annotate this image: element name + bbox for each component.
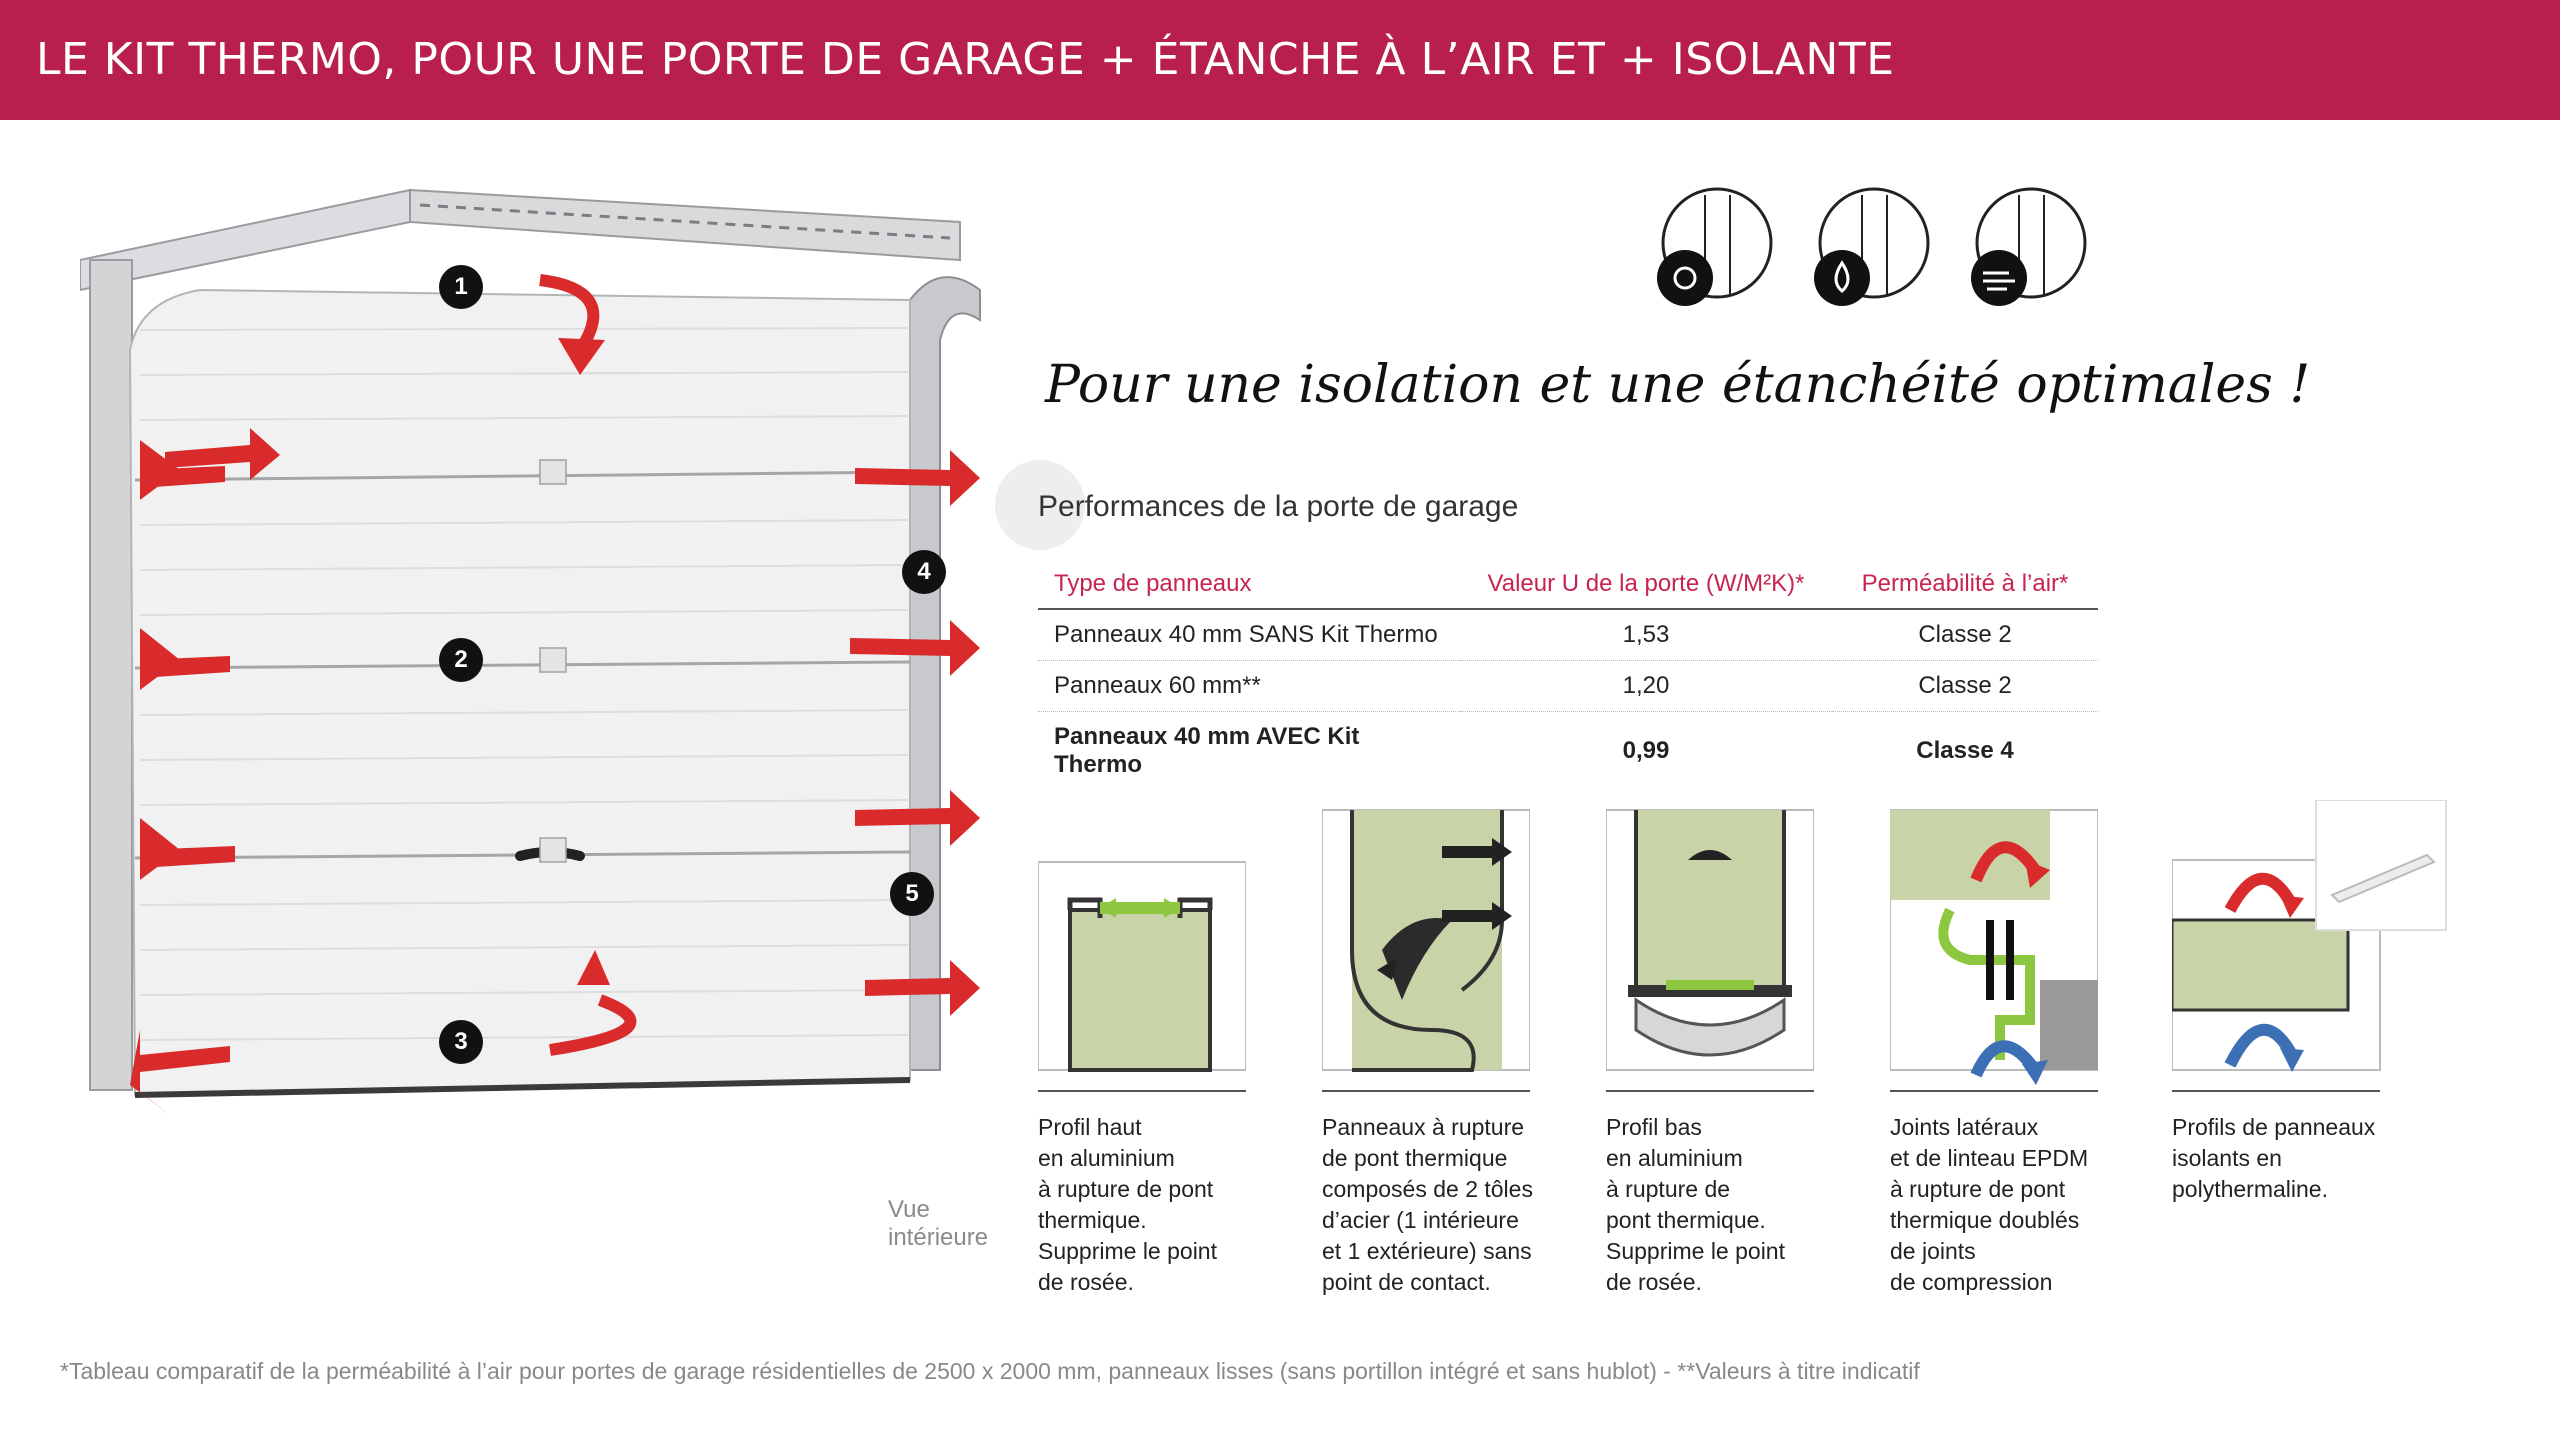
performance-table: Type de panneaux Valeur U de la porte (W… [1038,560,2098,790]
feature-joints: Joints latéraux et de linteau EPDM à rup… [1889,800,2100,1295]
feature-text: Panneaux à rupture de pont thermique com… [1322,1114,1533,1295]
callout-badge-4: 4 [902,550,946,594]
footnote: *Tableau comparatif de la perméabilité à… [60,1358,1920,1384]
cell-type: Panneaux 40 mm SANS Kit Thermo [1038,609,1460,661]
feature-polythermaline: Profils de panneaux isolants en polyther… [2170,799,2447,1202]
feature-text: Profil bas en aluminium à rupture de pon… [1606,1114,1785,1295]
cell-u-value: 0,99 [1622,737,1670,764]
table-row: Panneaux 40 mm AVEC Kit Thermo 0,99 Clas… [1038,712,2098,791]
feature-top-profile: Profil haut en aluminium à rupture de po… [1037,800,1248,1295]
page-title: LE KIT THERMO, POUR UNE PORTE DE GARAGE … [36,34,1895,85]
table-row: Panneaux 40 mm SANS Kit Thermo 1,53 Clas… [1038,609,2098,661]
feature-illustration [1037,800,1247,1090]
feature-illustration [2170,799,2447,1090]
feature-text: Joints latéraux et de linteau EPDM à rup… [1890,1114,2089,1295]
column-header: Valeur U de la porte (W/M²K)* [1460,560,1832,610]
wind-icon [1971,187,2087,306]
decorative-circle [995,460,1085,550]
column-header: Type de panneaux [1038,560,1460,610]
feature-illustration [1321,800,1531,1090]
column-header: Perméabilité à l’air* [1832,560,2098,610]
slogan: Pour une isolation et une étanchéité opt… [1045,355,2311,415]
cell-permeability: Classe 4 [1916,737,2014,764]
cell-permeability: Classe 2 [1832,660,2098,712]
cell-permeability: Classe 2 [1832,609,2098,661]
divider [1322,1090,1530,1092]
cell-type: Panneaux 60 mm** [1038,660,1460,712]
callout-badge-3: 3 [439,1020,483,1064]
feature-text: Profil haut en aluminium à rupture de po… [1038,1114,1217,1295]
performance-title: Performances de la porte de garage [1038,490,1519,523]
divider [1606,1090,1814,1092]
garage-door-illustration: 1 2 3 4 5 Vue intérieure [79,150,1030,1251]
thermal-fan-icon [1657,187,1773,306]
callout-badge-1: 1 [439,265,483,309]
cell-u-value: 1,20 [1460,660,1832,712]
feature-illustration [1605,800,1815,1090]
divider [1038,1090,1246,1092]
cell-type: Panneaux 40 mm AVEC Kit Thermo [1054,723,1360,778]
callout-badge-2: 2 [439,638,483,682]
feature-bottom-profile: Profil bas en aluminium à rupture de pon… [1605,800,1816,1295]
callout-badge-5: 5 [890,872,934,916]
garage-door-drawing [79,188,981,1115]
feature-illustration [1889,800,2099,1090]
table-row: Panneaux 60 mm** 1,20 Classe 2 [1038,660,2098,712]
divider [2172,1090,2380,1092]
feature-panels: Panneaux à rupture de pont thermique com… [1321,800,1533,1295]
cell-u-value: 1,53 [1460,609,1832,661]
table-header-row: Type de panneaux Valeur U de la porte (W… [1038,560,2098,610]
feature-icons [1655,185,2105,320]
view-label: Vue intérieure [888,1196,989,1251]
title-banner: LE KIT THERMO, POUR UNE PORTE DE GARAGE … [0,0,2560,120]
water-drop-icon [1814,187,1930,306]
feature-text: Profils de panneaux isolants en polyther… [2172,1114,2376,1202]
divider [1890,1090,2098,1092]
